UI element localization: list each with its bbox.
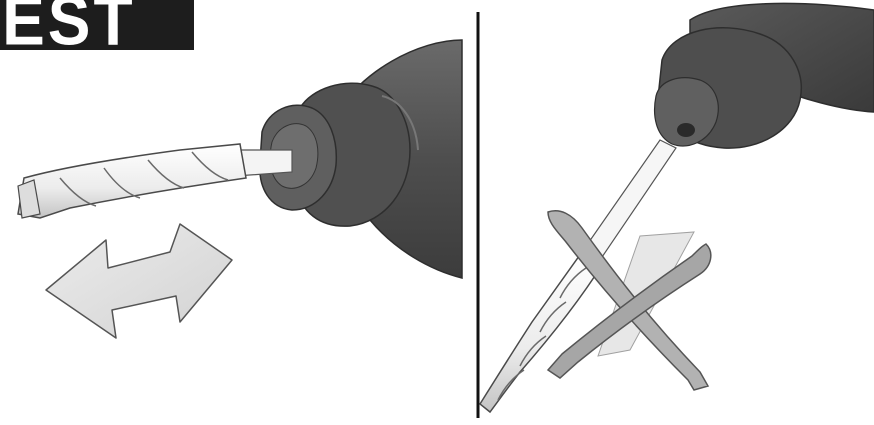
drill-bit-tilted xyxy=(479,139,695,414)
correct-insertion-panel xyxy=(17,39,463,339)
incorrect-insertion-panel xyxy=(479,2,874,414)
hammer-drill-chuck xyxy=(653,2,874,149)
hammer-drill-body xyxy=(259,39,463,279)
drill-bit-inserted xyxy=(17,143,293,219)
section-tab-text: TEST xyxy=(0,0,136,50)
section-tab-label: TEST xyxy=(0,0,194,50)
double-arrow-icon xyxy=(45,223,233,339)
crossed-out-icon xyxy=(546,210,712,391)
